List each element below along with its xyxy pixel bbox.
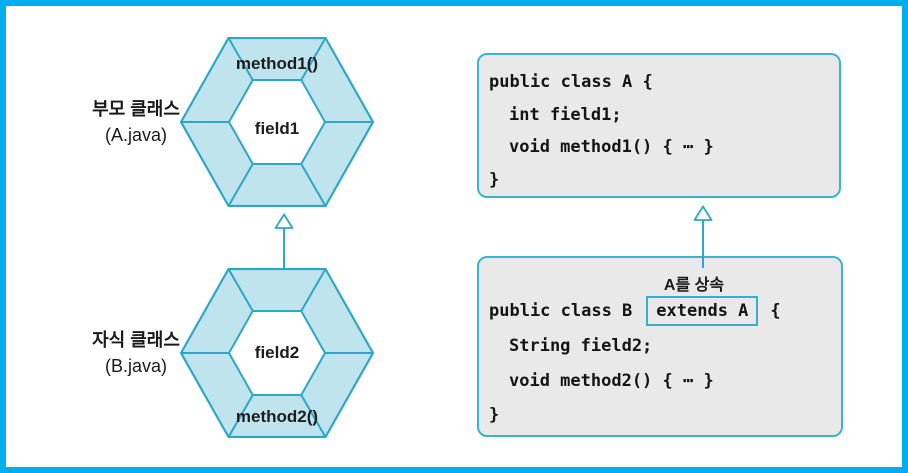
child-hexagon-shape [180,268,374,438]
code-a-line-3: void method1() { ⋯ } [509,137,714,157]
code-b-line-3: void method2() { ⋯ } [509,371,714,391]
child-class-label-korean: 자식 클래스 [92,330,180,350]
code-inheritance-arrow-icon [693,205,713,268]
child-method-text: method2() [235,407,319,426]
child-class-label: 자식 클래스 (B.java) [46,327,226,379]
code-b-line-1: public class B extends A { [489,296,781,326]
parent-class-label: 부모 클래스 (A.java) [46,96,226,148]
parent-method-text: method1() [235,54,319,73]
hexagon-inheritance-arrow-icon [274,213,294,270]
code-b-line-2: String field2; [509,336,653,356]
code-a-line-2: int field1; [509,105,622,125]
extends-a-chip: extends A [646,296,759,326]
code-a-line-1: public class A { [489,72,653,92]
parent-hexagon-shape [180,37,374,207]
child-field-text: field2 [254,343,300,362]
code-a-line-4: } [489,170,500,190]
class-b-code-box: A를 상속 public class B extends A { String … [477,256,843,437]
extends-annotation: A를 상속 [663,277,725,294]
code-b-line1-suffix: { [770,301,781,321]
parent-class-label-korean: 부모 클래스 [92,99,180,119]
code-b-line-4: } [489,405,500,425]
class-a-code-box: public class A { int field1; void method… [477,53,841,198]
parent-field-text: field1 [254,119,300,138]
child-class-filename: (B.java) [104,356,167,376]
code-b-line1-prefix: public class B [489,301,633,321]
parent-class-filename: (A.java) [104,125,167,145]
